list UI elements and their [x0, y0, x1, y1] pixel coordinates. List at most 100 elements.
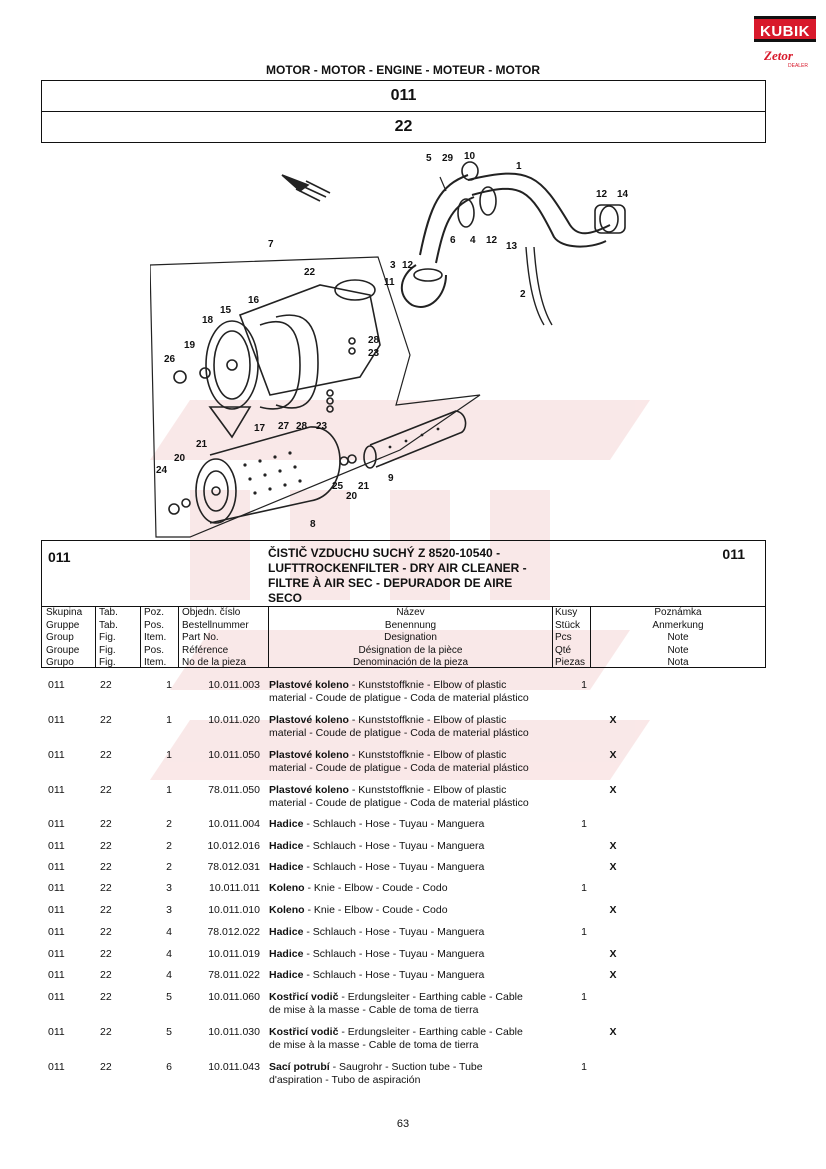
- group-code-box: 011: [41, 80, 766, 112]
- row-name-rest: - Kunststoffknie - Elbow of plastic: [348, 784, 507, 796]
- page-number: 63: [396, 1118, 410, 1130]
- row-description: Sací potrubí - Saugrohr - Suction tube -…: [269, 1061, 559, 1087]
- callout: 16: [248, 295, 260, 306]
- callout: 3: [390, 260, 396, 271]
- row-name-cz: Hadice: [269, 861, 304, 873]
- row-fig: 22: [100, 1061, 112, 1073]
- callout: 7: [268, 239, 274, 250]
- row-name-rest: - Schlauch - Hose - Tuyau - Manguera: [303, 840, 485, 852]
- col-pos: Poz.Pos.Item.Pos.Item.: [140, 607, 178, 668]
- row-pos: 1: [166, 679, 172, 691]
- row-fig: 22: [100, 840, 112, 852]
- row-description: Hadice - Schlauch - Hose - Tuyau - Mangu…: [269, 969, 559, 982]
- row-description: Hadice - Schlauch - Hose - Tuyau - Mangu…: [269, 926, 559, 939]
- row-pos: 4: [166, 969, 172, 981]
- row-fig: 22: [100, 904, 112, 916]
- row-fig: 22: [100, 1026, 112, 1038]
- direction-arrow-icon: [281, 174, 331, 202]
- row-pos: 3: [166, 904, 172, 916]
- row-name-rest: - Schlauch - Hose - Tuyau - Manguera: [303, 969, 485, 981]
- row-group: 011: [48, 840, 65, 852]
- callout: 14: [617, 189, 629, 200]
- row-note: X: [609, 840, 617, 852]
- row-part-number: 10.011.010: [208, 904, 260, 916]
- exploded-diagram: 5 29 10 1 12 14 6 4 12 13 7 22 3 12 11 2…: [150, 151, 629, 538]
- row-group: 011: [48, 882, 65, 894]
- callout: 26: [164, 354, 176, 365]
- row-name-cz: Koleno: [269, 882, 305, 894]
- row-qty: 1: [581, 818, 587, 830]
- row-name-rest: - Saugrohr - Suction tube - Tube: [329, 1061, 483, 1073]
- row-group: 011: [48, 969, 65, 981]
- row-part-number: 10.011.019: [208, 948, 260, 960]
- callout: 12: [596, 189, 608, 200]
- row-description: Plastové koleno - Kunststoffknie - Elbow…: [269, 679, 559, 705]
- callout: 27: [278, 421, 290, 432]
- row-name-line2: material - Coude de platigue - Coda de m…: [269, 797, 529, 809]
- callout: 4: [470, 235, 476, 246]
- row-name-rest: - Knie - Elbow - Coude - Codo: [304, 904, 448, 916]
- group-title: ČISTIČ VZDUCHU SUCHÝ Z 8520-10540 - LUFT…: [268, 546, 538, 606]
- row-name-rest: - Kunststoffknie - Elbow of plastic: [348, 749, 507, 761]
- callout: 20: [174, 453, 186, 464]
- row-name-cz: Hadice: [269, 840, 304, 852]
- row-name-rest: - Schlauch - Hose - Tuyau - Manguera: [303, 861, 485, 873]
- callout: 18: [202, 315, 214, 326]
- row-pos: 2: [166, 840, 172, 852]
- row-fig: 22: [100, 818, 112, 830]
- row-group: 011: [48, 784, 65, 796]
- row-name-line2: de mise à la masse - Cable de toma de ti…: [269, 1039, 479, 1051]
- row-name-cz: Plastové koleno: [269, 749, 349, 761]
- row-fig: 22: [100, 784, 112, 796]
- row-name-rest: - Erdungsleiter - Earthing cable - Cable: [338, 1026, 523, 1038]
- row-note: X: [609, 969, 617, 981]
- callout: 21: [196, 439, 208, 450]
- logo-brand: KUBIK: [754, 16, 816, 42]
- row-description: Hadice - Schlauch - Hose - Tuyau - Mangu…: [269, 861, 559, 874]
- group-title-line: FILTRE À AIR SEC - DEPURADOR DE AIRE: [268, 576, 513, 590]
- callout: 10: [464, 151, 476, 162]
- row-name-cz: Plastové koleno: [269, 679, 349, 691]
- dealer-logo: KUBIK Zetor DEALER: [752, 12, 818, 70]
- row-pos: 3: [166, 882, 172, 894]
- row-name-cz: Plastové koleno: [269, 714, 349, 726]
- row-name-rest: - Schlauch - Hose - Tuyau - Manguera: [303, 948, 485, 960]
- group-title-line: SECO: [268, 591, 303, 605]
- callout: 25: [332, 481, 344, 492]
- group-title-line: LUFTTROCKENFILTER - DRY AIR CLEANER -: [268, 561, 527, 575]
- row-group: 011: [48, 861, 65, 873]
- row-part-number: 10.011.020: [208, 714, 260, 726]
- logo-sub: Zetor: [764, 48, 793, 63]
- row-part-number: 78.011.050: [208, 784, 260, 796]
- row-name-cz: Hadice: [269, 948, 304, 960]
- row-pos: 5: [166, 1026, 172, 1038]
- row-pos: 5: [166, 991, 172, 1003]
- callout: 20: [346, 491, 358, 502]
- row-note: X: [609, 714, 617, 726]
- row-fig: 22: [100, 969, 112, 981]
- callout: 28: [296, 421, 308, 432]
- row-pos: 2: [166, 861, 172, 873]
- callout: 6: [450, 235, 456, 246]
- row-part-number: 10.011.030: [208, 1026, 260, 1038]
- row-pos: 1: [166, 749, 172, 761]
- callout: 17: [254, 423, 266, 434]
- callout: 1: [516, 161, 522, 172]
- logo-tag: DEALER: [788, 63, 809, 69]
- row-part-number: 10.012.016: [207, 840, 260, 852]
- col-fig: Tab.Tab.Fig.Fig.Fig.: [95, 607, 141, 668]
- row-description: Kostřicí vodič - Erdungsleiter - Earthin…: [269, 991, 559, 1017]
- row-group: 011: [48, 991, 65, 1003]
- row-description: Hadice - Schlauch - Hose - Tuyau - Mangu…: [269, 840, 559, 853]
- row-part-number: 78.012.031: [207, 861, 260, 873]
- row-qty: 1: [581, 926, 587, 938]
- row-name-cz: Kostřicí vodič: [269, 991, 339, 1003]
- callout: 23: [316, 421, 328, 432]
- row-group: 011: [48, 679, 65, 691]
- row-part-number: 78.011.022: [208, 969, 260, 981]
- row-fig: 22: [100, 679, 112, 691]
